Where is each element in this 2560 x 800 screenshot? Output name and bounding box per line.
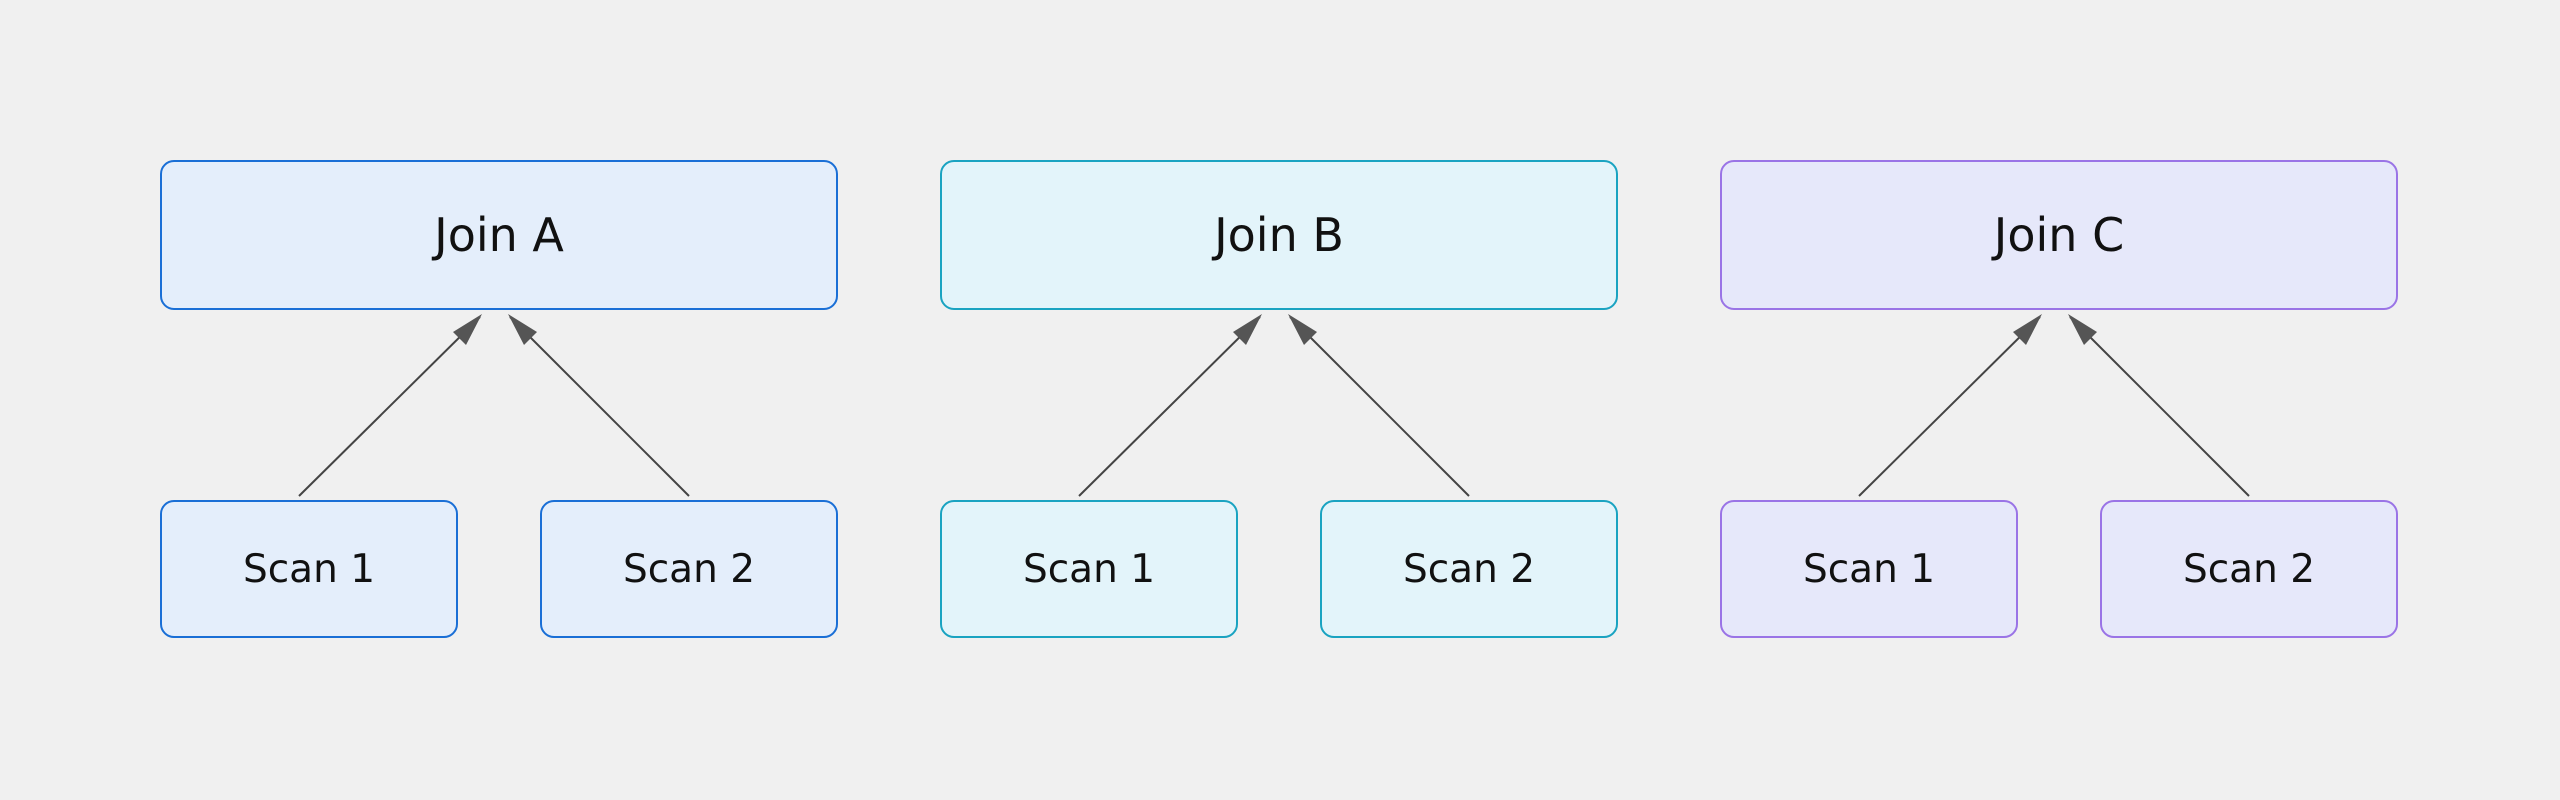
scan-label: Scan 1: [1802, 546, 1936, 592]
arrowhead-a-left: [453, 314, 482, 345]
edge-a-scan2-to-join: [509, 316, 690, 497]
edge-b-scan2-to-join: [1289, 316, 1470, 497]
scan-label: Scan 1: [242, 546, 376, 592]
join-label: Join B: [1214, 208, 1344, 262]
join-node-b: Join B: [940, 160, 1618, 310]
arrowhead-c-left: [2013, 314, 2042, 345]
scan-label: Scan 2: [622, 546, 756, 592]
scan-node-b1: Scan 1: [940, 500, 1238, 638]
scan-node-a2: Scan 2: [540, 500, 838, 638]
arrowhead-b-left: [1233, 314, 1262, 345]
arrowhead-b-right: [1288, 314, 1317, 345]
edge-a-scan1-to-join: [298, 316, 481, 497]
join-node-c: Join C: [1720, 160, 2398, 310]
scan-label: Scan 1: [1022, 546, 1156, 592]
scan-node-b2: Scan 2: [1320, 500, 1618, 638]
edge-c-scan1-to-join: [1858, 316, 2041, 497]
scan-label: Scan 2: [1402, 546, 1536, 592]
edge-c-scan2-to-join: [2069, 316, 2250, 497]
arrowhead-a-right: [508, 314, 537, 345]
scan-node-c1: Scan 1: [1720, 500, 2018, 638]
edge-b-scan1-to-join: [1078, 316, 1261, 497]
join-label: Join C: [1993, 208, 2125, 262]
scan-node-a1: Scan 1: [160, 500, 458, 638]
arrowhead-c-right: [2068, 314, 2097, 345]
scan-node-c2: Scan 2: [2100, 500, 2398, 638]
join-label: Join A: [434, 208, 564, 262]
join-node-a: Join A: [160, 160, 838, 310]
scan-label: Scan 2: [2182, 546, 2316, 592]
